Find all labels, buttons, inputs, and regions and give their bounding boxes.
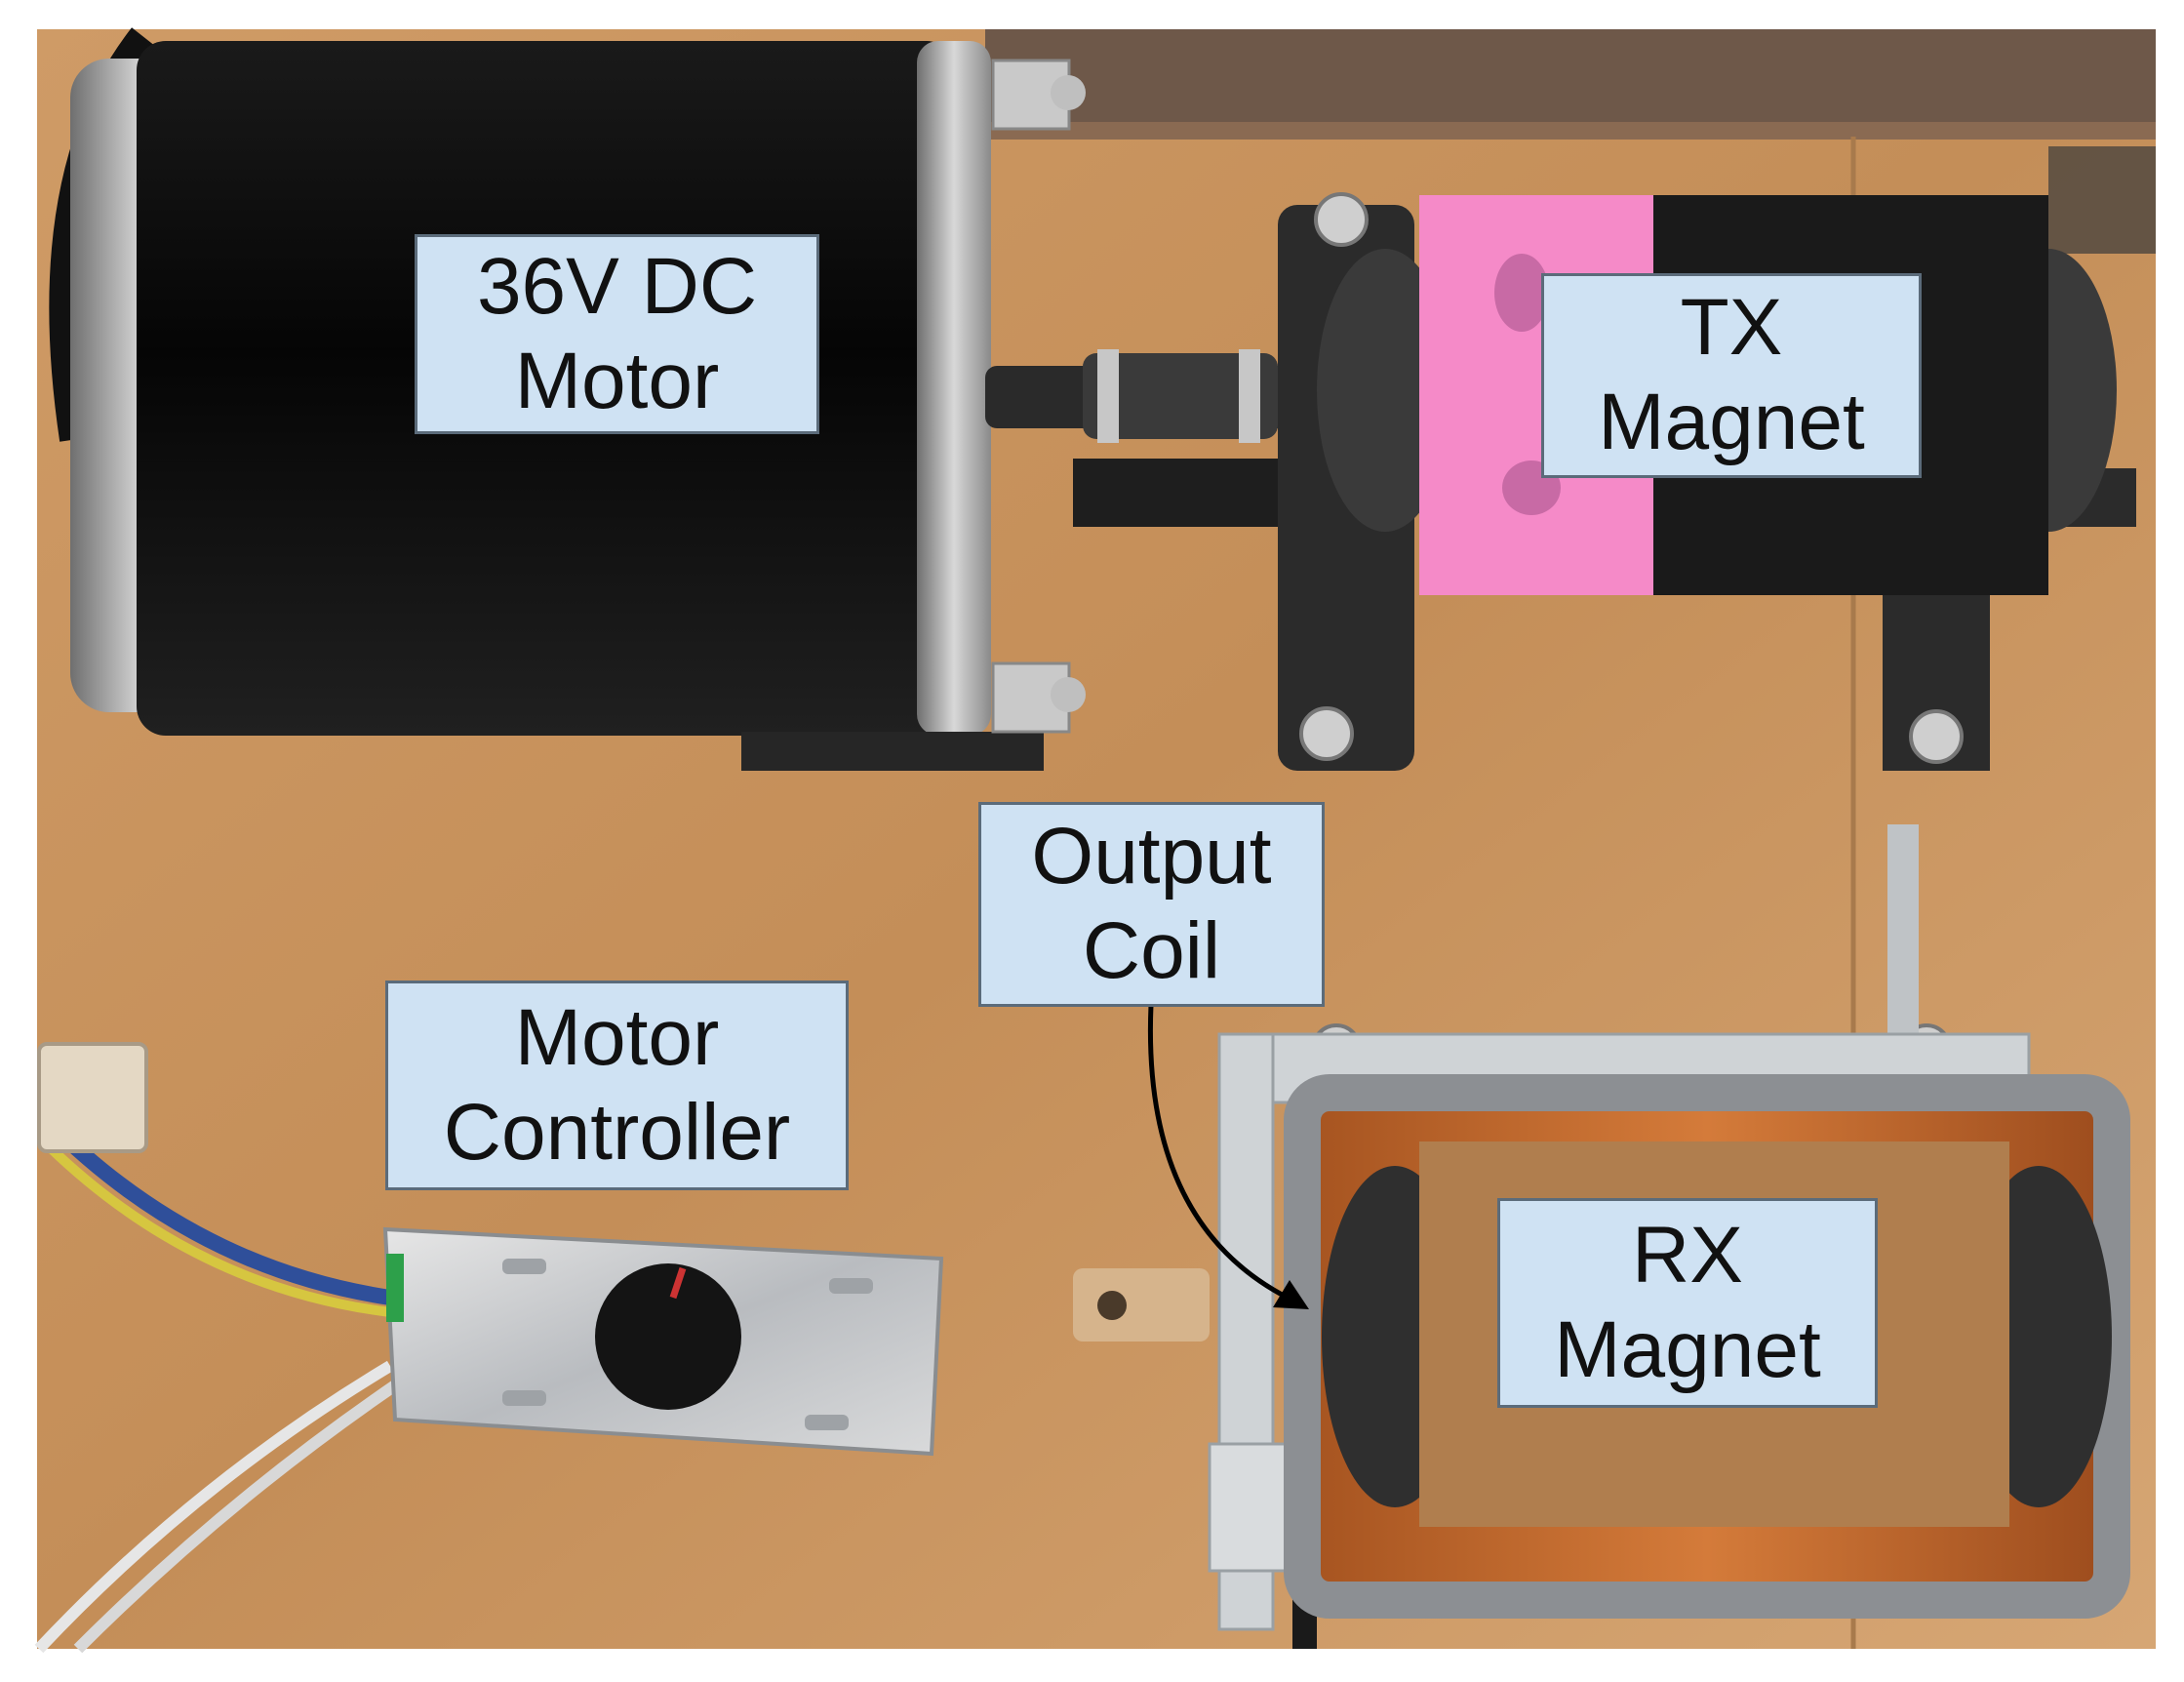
label-output-coil-line2: Coil [1082, 906, 1221, 995]
board-top-edge-shadow [985, 122, 2156, 140]
label-motor-controller: Motor Controller [385, 981, 849, 1190]
label-output-coil: Output Coil [978, 802, 1325, 1007]
rail-tab-hole [1097, 1291, 1127, 1320]
controller-pcb-edge [386, 1254, 404, 1322]
controller-wire-yellow [45, 1142, 391, 1317]
board-top-edge [985, 29, 2156, 137]
label-motor-controller-line1: Motor [514, 992, 720, 1082]
label-rx-magnet: RX Magnet [1497, 1198, 1878, 1408]
label-rx-magnet-line2: Magnet [1554, 1304, 1821, 1394]
label-tx-magnet-line2: Magnet [1598, 378, 1865, 466]
output-coil-arrowhead [1273, 1280, 1309, 1309]
motor-front-ring [917, 41, 991, 736]
motor-mount-foot [741, 732, 1044, 771]
hose-clamp-1 [1097, 349, 1119, 443]
controller-vent [829, 1278, 873, 1294]
output-coil-arrow [1147, 1004, 1299, 1305]
coil-holder-frame [1284, 1074, 2130, 1619]
controller-connector [37, 1042, 148, 1153]
hose-clamp-2 [1239, 349, 1260, 443]
label-rx-magnet-line1: RX [1632, 1210, 1743, 1300]
shaft-base [1073, 459, 1317, 527]
controller-vent [502, 1259, 546, 1274]
controller-knob-indicator [669, 1266, 687, 1300]
label-tx-magnet: TX Magnet [1541, 273, 1922, 478]
controller-wire-white-2 [73, 1381, 399, 1654]
controller-wire-white-1 [34, 1360, 394, 1654]
controller-vent [502, 1390, 546, 1406]
tx-pink-spot-1 [1494, 254, 1549, 332]
label-output-coil-line1: Output [1031, 812, 1272, 901]
screw [1051, 75, 1086, 110]
controller-wire-blue [43, 1116, 392, 1305]
board-right-stain [2048, 146, 2156, 254]
label-dc-motor-line1: 36V DC [476, 241, 758, 331]
shaft-coupler [985, 349, 1336, 527]
rail-left-tab [1073, 1268, 1210, 1342]
screw [1299, 706, 1354, 761]
label-dc-motor: 36V DC Motor [415, 234, 819, 434]
controller-vent [805, 1415, 849, 1430]
screw [1051, 677, 1086, 712]
screw [1314, 192, 1369, 247]
screw [1909, 709, 1964, 764]
controller-knob [595, 1263, 741, 1410]
label-motor-controller-line2: Controller [443, 1087, 791, 1177]
rail-bottom-block [1208, 1442, 1294, 1573]
motor-controller-device [34, 1042, 944, 1654]
label-dc-motor-line2: Motor [514, 336, 720, 425]
shaft-coupler-sleeve [1083, 353, 1278, 439]
label-tx-magnet-line1: TX [1680, 283, 1783, 373]
